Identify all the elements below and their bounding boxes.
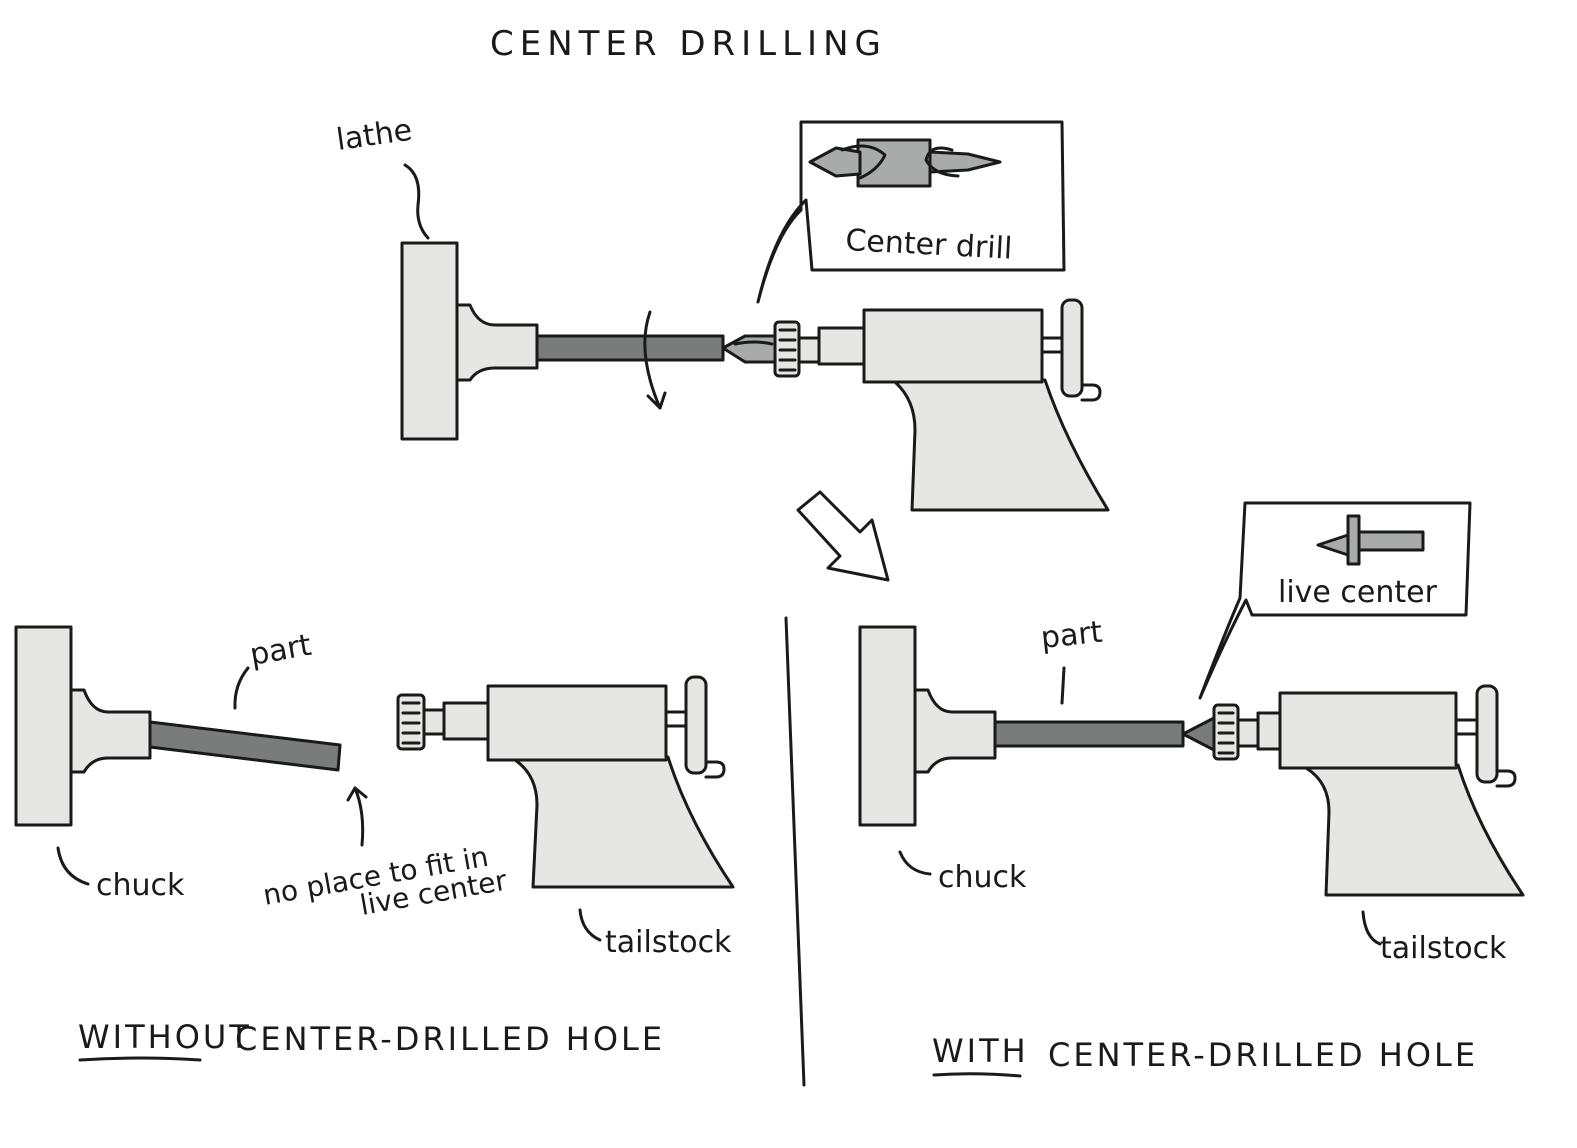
- right-part-rod: [993, 720, 1185, 748]
- left-handwheel-handle: [704, 760, 726, 779]
- left-caption-underline: [78, 1056, 202, 1062]
- live-center-icon: [1316, 514, 1425, 566]
- top-chuck-plate: [400, 241, 459, 441]
- no-place-arrow-icon: [353, 786, 365, 847]
- top-chuck-nose: [455, 303, 539, 382]
- left-panel: part no place to fit in live center chuc…: [14, 625, 735, 1062]
- right-caption-underline: [932, 1072, 1022, 1078]
- left-part-label: part: [247, 628, 314, 673]
- left-knurl-lines: [401, 701, 421, 745]
- top-tailstock-body: [862, 308, 1110, 512]
- center-drill-icon: [808, 138, 1002, 188]
- right-chuck-leader: [898, 850, 932, 876]
- right-chuck-nose: [913, 688, 997, 774]
- left-caption-rest: CENTER-DRILLED HOLE: [235, 1020, 665, 1058]
- rotation-arrow-head: [646, 391, 667, 410]
- top-assembly: lathe: [334, 113, 1110, 512]
- right-caption-rest: CENTER-DRILLED HOLE: [1048, 1036, 1478, 1074]
- right-chuck-label: chuck: [938, 860, 1027, 895]
- right-part-leader: [1060, 666, 1066, 705]
- top-handwheel-shaft: [1040, 336, 1064, 354]
- diagram-title: CENTER DRILLING: [490, 24, 887, 64]
- no-place-arrow-head: [346, 786, 368, 802]
- right-handwheel-handle: [1495, 769, 1517, 788]
- left-part-leader: [233, 666, 250, 710]
- left-chuck-label: chuck: [96, 868, 185, 903]
- top-handwheel: [1060, 298, 1084, 398]
- transition-arrow-icon: [796, 490, 890, 582]
- right-part-label: part: [1039, 615, 1104, 656]
- knurl-lines: [778, 328, 797, 372]
- right-chuck-plate: [858, 625, 917, 827]
- rotation-arrow-icon: [643, 310, 662, 410]
- top-center-drill-bit: [721, 334, 777, 364]
- left-caption-emphasis: WITHOUT: [78, 1018, 252, 1056]
- left-handwheel: [684, 675, 708, 775]
- panel-divider: [784, 616, 806, 1087]
- right-quill-collar: [1256, 711, 1282, 751]
- left-chuck-nose: [69, 688, 152, 774]
- left-tailstock-leader: [578, 908, 602, 942]
- top-quill: [797, 336, 821, 364]
- center-drill-callout-label: Center drill: [845, 223, 1013, 267]
- drill-flute: [733, 340, 774, 346]
- right-handwheel: [1475, 684, 1499, 784]
- lathe-leader: [403, 163, 430, 240]
- top-handwheel-handle: [1080, 383, 1102, 402]
- left-handwheel-shaft: [664, 710, 688, 728]
- right-quill: [1236, 718, 1260, 748]
- live-center-callout: [1198, 501, 1472, 700]
- right-caption-emphasis: WITH: [932, 1032, 1029, 1070]
- left-quill: [422, 708, 446, 736]
- left-chuck-leader: [56, 846, 90, 886]
- left-part-rod: [148, 720, 342, 772]
- right-tailstock-label: tailstock: [1380, 931, 1507, 966]
- right-live-center-cone: [1181, 716, 1216, 752]
- top-quill-collar: [817, 326, 866, 366]
- right-tailstock-leader: [1361, 910, 1382, 946]
- live-center-callout-label: live center: [1278, 575, 1438, 610]
- right-knurl-lines: [1217, 711, 1235, 755]
- left-quill-collar: [442, 701, 490, 741]
- right-panel: part live center chuck tailstock WITH CE…: [858, 501, 1525, 1078]
- lathe-label: lathe: [334, 113, 414, 158]
- left-chuck-plate: [14, 625, 73, 827]
- right-handwheel-shaft: [1454, 718, 1479, 736]
- top-part-rod: [535, 334, 725, 362]
- right-tailstock-body: [1278, 691, 1525, 897]
- left-tailstock-label: tailstock: [605, 925, 732, 960]
- left-tailstock-body: [486, 684, 735, 889]
